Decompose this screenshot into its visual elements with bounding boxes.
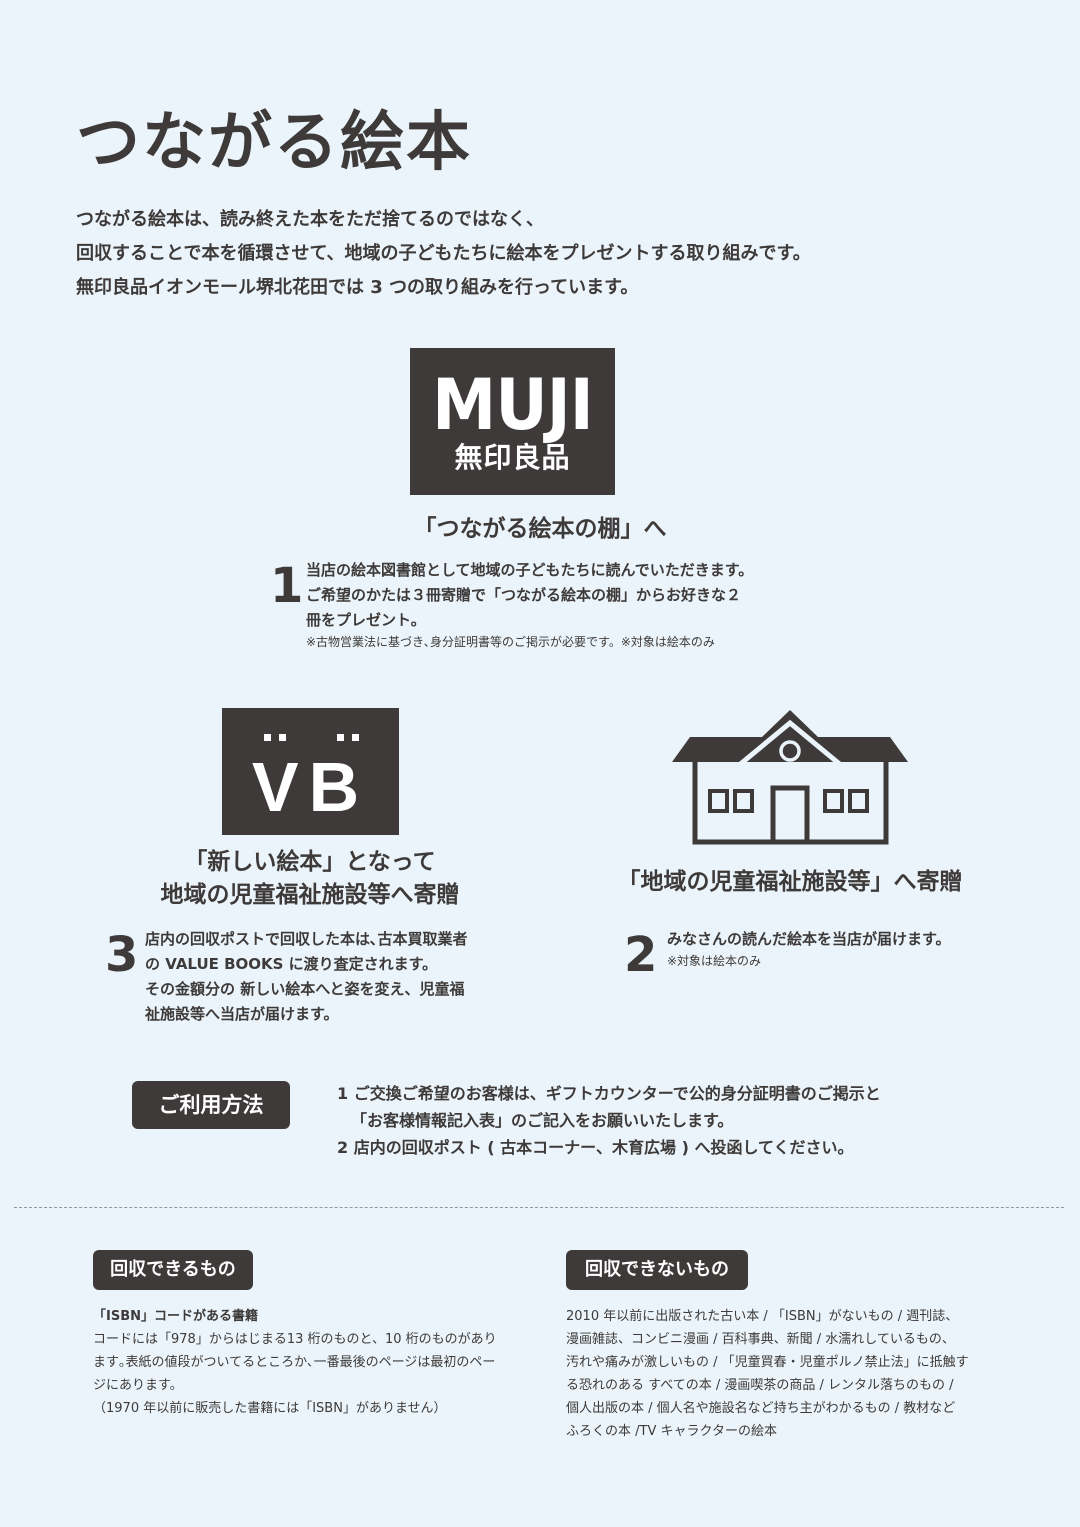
vb-heading-line: 地域の児童福祉施設等へ寄贈 — [160, 882, 460, 908]
step-2-line: みなさんの読んだ絵本を当店が届けます。 — [667, 930, 951, 948]
step-3-line: 祉施設等へ当店が届けます。 — [145, 1005, 339, 1023]
house-icon — [670, 707, 910, 847]
reject-badge: 回収できないもの — [566, 1250, 748, 1290]
step-number-2: 2 — [624, 927, 658, 983]
page-title: つながる絵本 — [76, 106, 472, 180]
step-1-note: ※古物営業法に基づき､身分証明書等のご掲示が必要です。※対象は絵本のみ — [306, 635, 715, 649]
reject-line: る恐れのある すべての本 / 漫画喫茶の商品 / レンタル落ちのもの / — [566, 1378, 954, 1393]
accept-line: ます｡表紙の値段がついてるところか､一番最後のページは最初のペー — [93, 1355, 496, 1370]
vb-heading-line: 「新しい絵本」となって — [184, 849, 436, 875]
usage-instructions: 1 ご交換ご希望のお客様は、ギフトカウンターで公的身分証明書のご掲示と 「お客様… — [337, 1080, 881, 1161]
step-3-line: 店内の回収ポストで回収した本は､古本買取業者 — [145, 930, 468, 948]
step-1-line: 冊をプレゼント。 — [306, 611, 426, 629]
house-heading: 「地域の児童福祉施設等」へ寄贈 — [617, 869, 963, 895]
usage-line: 「お客様情報記入表」のご記入をお願いいたします。 — [351, 1111, 734, 1130]
vb-logo-text: VB — [252, 748, 369, 826]
accept-subtitle: 「ISBN」コードがある書籍 — [93, 1309, 258, 1324]
intro-line: つながる絵本は、読み終えた本をただ捨てるのではなく、 — [76, 209, 544, 230]
reject-line: 2010 年以前に出版された古い本 / 「ISBN」がないもの / 週刊誌、 — [566, 1309, 959, 1324]
usage-line: 1 ご交換ご希望のお客様は、ギフトカウンターで公的身分証明書のご掲示と — [337, 1084, 881, 1103]
vb-heading: 「新しい絵本」となって 地域の児童福祉施設等へ寄贈 — [100, 846, 520, 912]
accept-line: ジにあります。 — [93, 1378, 183, 1393]
reject-text: 2010 年以前に出版された古い本 / 「ISBN」がないもの / 週刊誌、 漫… — [566, 1305, 1006, 1443]
step-2-note: ※対象は絵本のみ — [667, 954, 762, 968]
reject-line: 漫画雑誌、コンビニ漫画 / 百科事典、新聞 / 水濡れしているもの、 — [566, 1332, 955, 1347]
muji-logo-en: MUJI — [432, 364, 594, 446]
intro-text: つながる絵本は、読み終えた本をただ捨てるのではなく、 回収することで本を循環させ… — [76, 203, 811, 305]
step-number-3: 3 — [105, 927, 139, 983]
intro-line: 回収することで本を循環させて、地域の子どもたちに絵本をプレゼントする取り組みです… — [76, 243, 811, 264]
step-1-text: 当店の絵本図書館として地域の子どもたちに読んでいただきます。 ご希望のかたは３冊… — [306, 558, 816, 651]
step-1-line: 当店の絵本図書館として地域の子どもたちに読んでいただきます。 — [306, 561, 754, 579]
reject-line: ふろくの本 /TV キャラクターの絵本 — [566, 1424, 777, 1439]
dashed-divider — [14, 1207, 1064, 1208]
muji-logo-ja: 無印良品 — [454, 441, 571, 474]
step-number-1: 1 — [270, 558, 304, 614]
reject-line: 個人出版の本 / 個人名や施設名など持ち主がわかるもの / 教材など — [566, 1401, 956, 1416]
reject-line: 汚れや痛みが激しいもの / 「児童買春・児童ポルノ禁止法」に抵触す — [566, 1355, 969, 1370]
accept-text: 「ISBN」コードがある書籍 コードには「978」からはじまる13 桁のものと、… — [93, 1305, 533, 1420]
vb-logo-mark: VB — [252, 734, 369, 826]
accept-badge: 回収できるもの — [93, 1250, 253, 1290]
accept-line: コードには「978」からはじまる13 桁のものと、10 桁のものがあり — [93, 1332, 497, 1347]
usage-badge: ご利用方法 — [132, 1081, 290, 1129]
step-2-text: みなさんの読んだ絵本を当店が届けます。 ※対象は絵本のみ — [667, 927, 1027, 970]
intro-line: 無印良品イオンモール堺北花田では 3 つの取り組みを行っています。 — [76, 277, 639, 298]
muji-heading: 「つながる絵本の棚」へ — [413, 516, 667, 542]
step-3-line: その金額分の 新しい絵本へと姿を変え、児童福 — [145, 980, 465, 998]
vb-logo: VB — [222, 708, 399, 835]
accept-line: （1970 年以前に販売した書籍には「ISBN」がありません） — [93, 1401, 447, 1416]
step-1-line: ご希望のかたは３冊寄贈で「つながる絵本の棚」からお好きな２ — [306, 586, 742, 604]
step-3-text: 店内の回収ポストで回収した本は､古本買取業者 の VALUE BOOKS に渡り… — [145, 927, 525, 1027]
step-3-line: の VALUE BOOKS に渡り査定されます。 — [145, 955, 438, 973]
usage-line: 2 店内の回収ポスト ( 古本コーナー、木育広場 ) へ投函してください。 — [337, 1138, 854, 1157]
muji-logo: MUJI 無印良品 — [410, 348, 615, 495]
